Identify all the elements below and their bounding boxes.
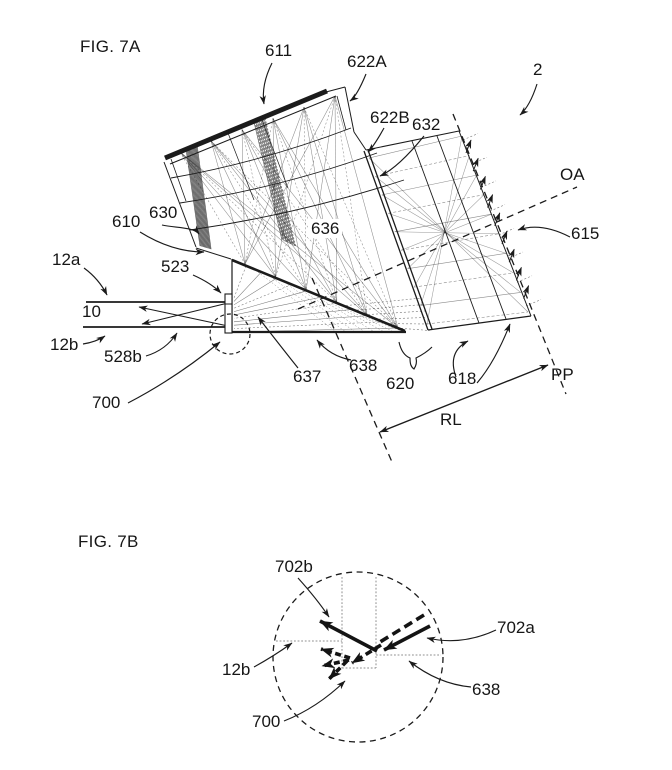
label-611: 611	[265, 41, 293, 60]
optical-axis-line	[297, 186, 578, 310]
element-622a-right-edge	[344, 86, 355, 133]
right-lens-surface-1	[411, 140, 480, 324]
leader-632	[379, 135, 425, 177]
leader-622a	[349, 73, 367, 102]
fig7a-title: FIG. 7A	[80, 37, 141, 56]
label-700: 700	[92, 393, 121, 412]
incident-beam-702a	[383, 624, 431, 652]
brace-620	[398, 341, 433, 370]
label-pp: PP	[551, 365, 574, 384]
leader-2	[519, 83, 538, 116]
leader-637	[257, 316, 299, 369]
interface-632	[367, 149, 433, 330]
label-528b: 528b	[104, 347, 142, 366]
element-step-edge	[353, 131, 367, 151]
leader-700-detail	[283, 680, 346, 722]
scattered-ray-1	[320, 647, 351, 660]
leader-702b	[297, 577, 330, 618]
label-702a: 702a	[497, 618, 535, 637]
leader-610	[139, 231, 205, 256]
prism-ray-fan	[233, 265, 402, 333]
label-12a: 12a	[52, 250, 81, 269]
detail-circle-outline	[272, 571, 444, 743]
label-rl: RL	[440, 410, 462, 429]
right-lens-surface-2	[436, 135, 507, 320]
left-edge-inner	[170, 158, 187, 202]
label-610: 610	[112, 212, 141, 231]
leader-700	[127, 341, 221, 404]
right-block-top-edge	[365, 130, 460, 151]
pupil-plane-line	[452, 113, 567, 395]
leader-638-detail	[408, 660, 472, 688]
guided-ray-1	[141, 302, 229, 326]
leader-12b	[82, 335, 106, 345]
display-bar-611	[164, 88, 328, 161]
label-12b: 12b	[50, 335, 79, 354]
lens-surface-arc-2	[179, 152, 378, 204]
label-2: 2	[533, 60, 543, 79]
label-622a: 622A	[347, 52, 387, 71]
upper-lens-ray-fan	[179, 95, 399, 329]
element-division-1	[227, 132, 255, 201]
right-block-bottom-edge	[427, 315, 532, 331]
element-division-2	[261, 119, 289, 189]
leader-630	[161, 224, 200, 235]
label-622b: 622B	[370, 108, 410, 127]
label-700-detail: 700	[252, 712, 281, 731]
interface-622b	[363, 150, 429, 331]
leader-702a	[426, 629, 497, 644]
label-638-detail: 638	[472, 680, 501, 699]
leader-528b	[145, 332, 178, 357]
bar-under-surface	[169, 95, 337, 165]
relief-distance-arrow-rl	[379, 364, 549, 433]
label-636: 636	[308, 219, 343, 238]
label-oa: OA	[560, 165, 585, 184]
scattered-ray-3	[327, 659, 349, 681]
label-12b-detail: 12b	[222, 660, 251, 679]
label-618: 618	[448, 369, 477, 388]
reflected-beam-702b	[319, 619, 378, 653]
label-632: 632	[412, 115, 441, 134]
fig7b-detail	[253, 571, 497, 743]
label-637: 637	[293, 367, 322, 386]
left-edge-outer	[163, 161, 197, 248]
leader-12b-detail	[253, 642, 293, 668]
leader-611	[259, 62, 273, 105]
fig7b-title: FIG. 7B	[78, 532, 139, 551]
label-523: 523	[161, 257, 190, 276]
exit-pupil-ray-arrows	[464, 139, 530, 299]
leader-618-left	[452, 340, 469, 378]
axis-line-638	[311, 277, 393, 463]
label-630: 630	[149, 203, 178, 222]
dense-ray-bundles	[185, 118, 296, 250]
right-block-right-edge	[458, 130, 532, 317]
prism-hypotenuse-637	[231, 258, 406, 333]
label-638: 638	[349, 356, 378, 375]
lens-surface-arc-3	[189, 179, 405, 231]
element-622a-inner-edge	[336, 95, 347, 131]
detail-circle-700	[209, 313, 251, 355]
label-620: 620	[386, 374, 415, 393]
transmitted-beam	[351, 643, 382, 665]
leader-12a	[83, 267, 108, 296]
leader-615	[517, 224, 571, 238]
leader-618-right	[476, 323, 511, 384]
right-lens-ray-fan	[341, 133, 542, 331]
guided-ray-2	[138, 305, 229, 327]
leader-523	[192, 274, 222, 294]
label-615: 615	[571, 224, 600, 243]
fig7a-optics	[82, 62, 578, 463]
leader-622b	[367, 127, 385, 153]
label-10: 10	[82, 302, 101, 321]
incident-beam-dashed	[379, 613, 425, 644]
label-702b: 702b	[275, 557, 313, 576]
top-right-edge	[325, 86, 346, 93]
leader-638	[316, 339, 352, 361]
lower-left-edge	[195, 247, 232, 260]
lens-surface-arc-1	[170, 127, 352, 179]
